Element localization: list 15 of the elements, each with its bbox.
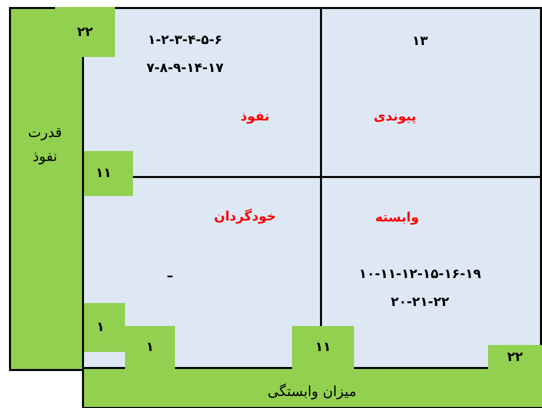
scale-value-box: ۲۲ xyxy=(55,7,115,57)
number-list: ۱۳ xyxy=(390,28,450,56)
quadrant-title: پیوندی xyxy=(374,110,416,124)
number-list: ۱-۲-۳-۴-۵-۶ ۷-۸-۹-۱۴-۱۷ xyxy=(130,27,240,83)
quadrant-title: وابسته xyxy=(375,210,419,226)
axis-band xyxy=(82,367,542,408)
quadrant-title: خودگردان xyxy=(214,210,276,224)
scale-value-box: ۱۱ xyxy=(84,151,133,196)
axis-title: قدرت نفوذ xyxy=(27,124,63,167)
axis-title: میزان وابستگی xyxy=(266,382,358,402)
number-list: ۱۰-۱۱-۱۲-۱۵-۱۶-۱۹ ۲۰-۲۱-۲۲ xyxy=(350,261,490,317)
quadrant-title: نفوذ xyxy=(240,110,270,124)
quadrant-box xyxy=(320,7,542,178)
dash-mark: – xyxy=(166,268,174,286)
scale-value-box: ۱۱ xyxy=(292,326,354,369)
